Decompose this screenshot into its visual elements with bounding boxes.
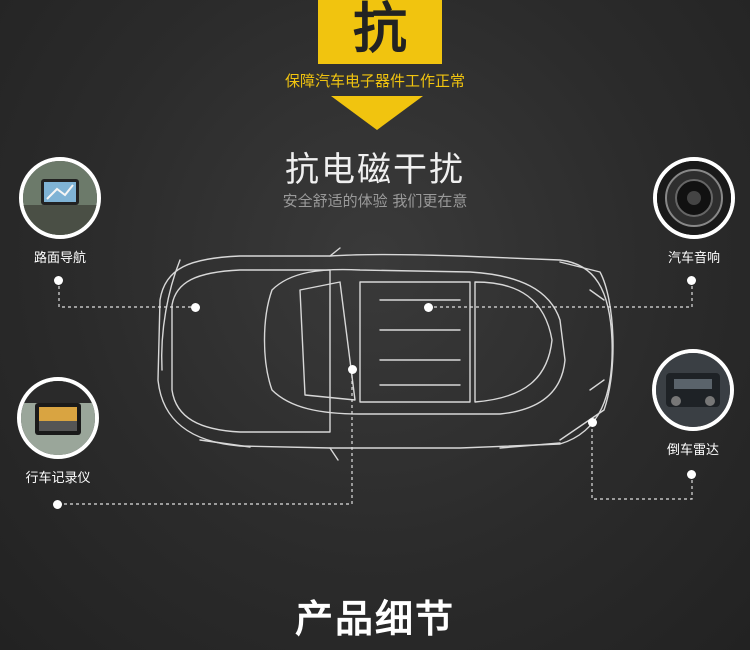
dashcam-photo <box>17 377 99 459</box>
badge: 抗 <box>318 0 442 64</box>
connector-dot <box>424 303 433 312</box>
connector-dot <box>53 500 62 509</box>
feature-dashcam: 行车记录仪 <box>8 377 108 486</box>
badge-char: 抗 <box>353 0 407 60</box>
product-details-title: 产品细节 <box>294 597 455 641</box>
connector-dot <box>687 276 696 285</box>
section-subtitle: 安全舒适的体验 我们更在意 <box>282 192 468 210</box>
connector-dot <box>687 470 696 479</box>
down-arrow-icon <box>331 96 423 130</box>
feature-label: 倒车雷达 <box>666 443 719 458</box>
feature-label: 行车记录仪 <box>25 471 91 486</box>
connector-dot <box>588 418 597 427</box>
badge-subtitle: 保障汽车电子器件工作正常 <box>284 72 465 90</box>
navigation-photo <box>19 157 101 239</box>
engine-photo <box>652 349 734 431</box>
speaker-photo <box>653 157 735 239</box>
feature-navigation: 路面导航 <box>10 157 110 266</box>
feature-label: 汽车音响 <box>667 251 720 266</box>
section-title: 抗电磁干扰 <box>285 150 465 190</box>
feature-label: 路面导航 <box>33 251 86 266</box>
connector-dot <box>348 365 357 374</box>
feature-audio: 汽车音响 <box>644 157 744 266</box>
connector-dot <box>191 303 200 312</box>
feature-parking-radar: 倒车雷达 <box>643 349 743 458</box>
connector-dot <box>54 276 63 285</box>
